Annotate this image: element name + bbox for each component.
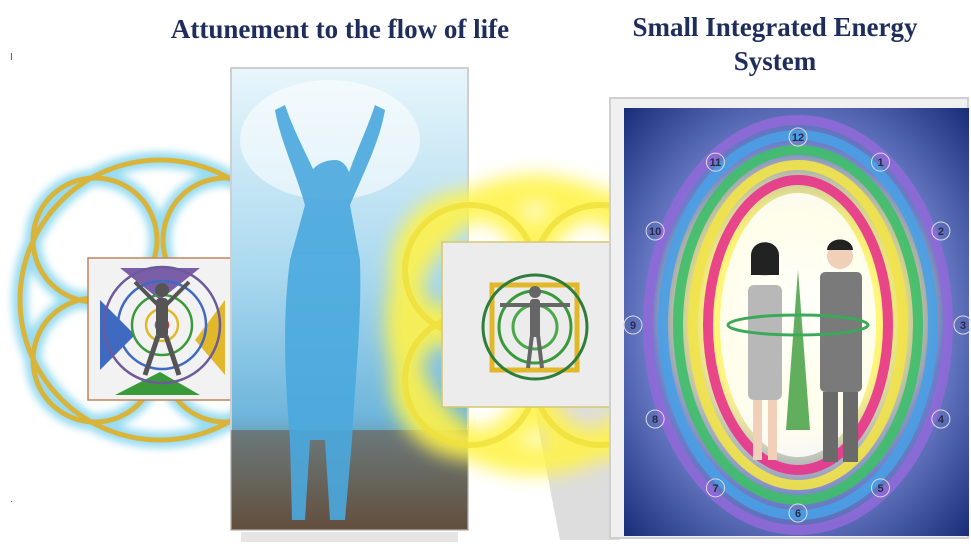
title-energy-system: Small Integrated Energy System: [590, 10, 960, 78]
title-attunement: Attunement to the flow of life: [170, 14, 510, 44]
man-figure-icon: [500, 286, 570, 369]
human-figure-icon: [133, 280, 191, 376]
energy-system-panel: [609, 97, 969, 539]
stray-mark-top: I: [10, 52, 13, 63]
title-energy-line2: System: [733, 46, 817, 76]
clock-number: 1: [877, 157, 883, 169]
left-knot-diagram: [12, 152, 308, 448]
clock-number: 6: [795, 508, 801, 520]
clock-number-ring: [645, 409, 665, 429]
clock-number-ring: [871, 152, 890, 172]
clock-number: 7: [712, 483, 718, 495]
woman-silhouette: [275, 105, 385, 520]
clock-number-ring: [706, 152, 725, 172]
clock-number: 8: [652, 414, 658, 426]
clock-number-ring: [953, 315, 971, 335]
clock-number-ring: [871, 478, 890, 498]
stray-mark-bottom: ·: [10, 496, 14, 507]
clock-number: 3: [960, 320, 966, 332]
clock-number-ring: [931, 221, 951, 241]
clock-number-ring: [788, 503, 808, 523]
woman-figure-icon: [748, 242, 782, 460]
clock-number-ring: [931, 409, 951, 429]
clock-number: 2: [938, 226, 944, 238]
clock-number: 11: [710, 157, 722, 169]
title-energy-line1: Small Integrated Energy: [632, 12, 918, 42]
clock-number: 5: [877, 483, 883, 495]
clock-number: 9: [630, 320, 636, 332]
clock-number: 4: [938, 414, 945, 426]
clock-number-ring: [623, 315, 643, 335]
clock-number-ring: [788, 127, 808, 147]
clock-number-ring: [645, 221, 665, 241]
clock-number: 12: [792, 132, 804, 144]
clock-number: 10: [649, 226, 661, 238]
center-knot-diagram: [385, 175, 685, 475]
clock-number-ring: [706, 478, 725, 498]
